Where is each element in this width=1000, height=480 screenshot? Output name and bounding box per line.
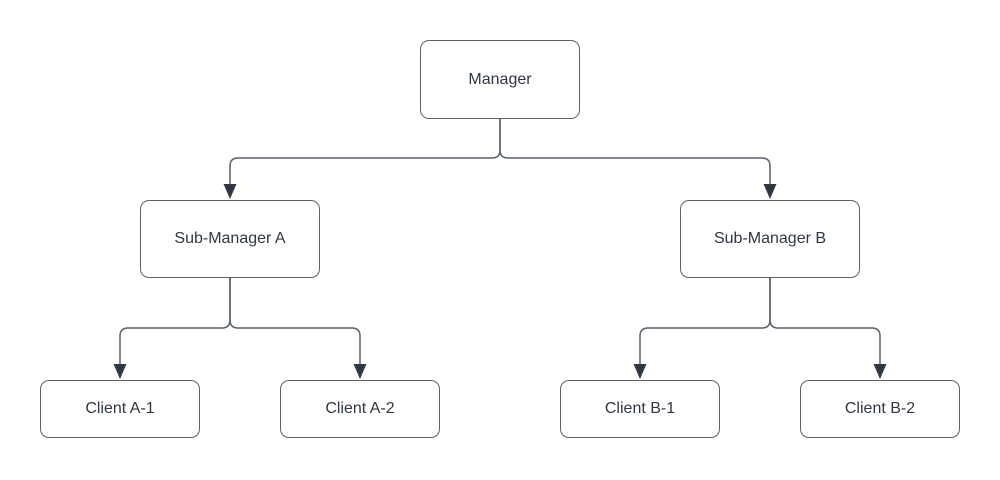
arrowhead-client-b2 [873, 364, 887, 379]
node-client-a2-label: Client A-2 [325, 400, 395, 418]
node-client-a1: Client A-1 [40, 380, 200, 438]
arrowhead-client-b1 [633, 364, 647, 379]
edge-sub-manager-a-to-client-a1 [119, 278, 231, 364]
edge-manager-to-sub-manager-b [499, 119, 771, 184]
node-client-a2: Client A-2 [280, 380, 440, 438]
node-sub-manager-b-label: Sub-Manager B [713, 230, 827, 248]
node-client-a1-label: Client A-1 [85, 400, 155, 418]
edge-sub-manager-b-to-client-b1 [639, 278, 771, 364]
node-sub-manager-b: Sub-Manager B [680, 200, 860, 278]
node-client-b2: Client B-2 [800, 380, 960, 438]
arrowhead-client-a1 [113, 364, 127, 379]
edge-sub-manager-b-to-client-b2 [769, 278, 881, 364]
node-client-b1: Client B-1 [560, 380, 720, 438]
edge-sub-manager-a-to-client-a2 [229, 278, 361, 364]
node-client-b1-label: Client B-1 [604, 400, 676, 418]
node-sub-manager-a-label: Sub-Manager A [174, 230, 286, 248]
node-sub-manager-a: Sub-Manager A [140, 200, 320, 278]
arrowhead-sub-manager-b [763, 184, 777, 199]
edge-manager-to-sub-manager-a [229, 119, 501, 184]
arrowhead-sub-manager-a [223, 184, 237, 199]
node-manager-label: Manager [468, 70, 532, 88]
arrowhead-client-a2 [353, 364, 367, 379]
node-manager: Manager [420, 40, 580, 119]
node-client-b2-label: Client B-2 [844, 400, 916, 418]
